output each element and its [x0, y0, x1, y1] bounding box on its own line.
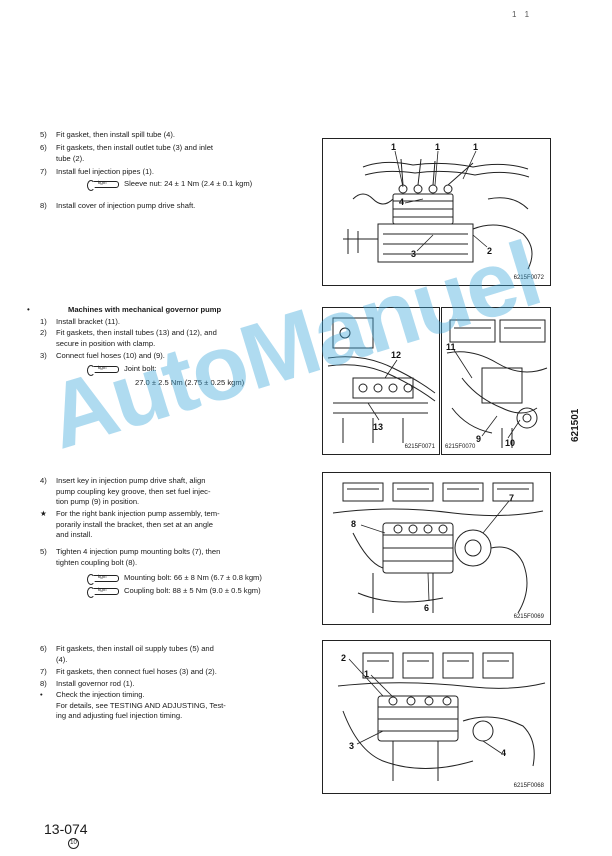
spec-sleeve-nut: Sleeve nut: 24 ± 1 Nm (2.4 ± 0.1 kgm) [124, 179, 253, 188]
fig4-callout-2: 2 [341, 653, 346, 663]
torque-wrench-icon: kgm [87, 574, 119, 585]
fig1-callout-1b: 1 [435, 142, 440, 152]
spec-joint-bolt-value: 27.0 ± 2.5 Nm (2.75 ± 0.25 kgm) [135, 378, 245, 387]
spec-coupling-bolt: Coupling bolt: 88 ± 5 Nm (9.0 ± 0.5 kgm) [124, 586, 261, 595]
spec-mounting-bolt: Mounting bolt: 66 ± 8 Nm (6.7 ± 0.8 kgm) [124, 573, 262, 582]
fuel-hose-illustration-icon: 11 9 10 [446, 319, 548, 448]
fig1-callout-1a: 1 [391, 142, 396, 152]
page-number: 13-074 [44, 821, 88, 837]
fig4-callout-3: 3 [349, 741, 354, 751]
spec-joint-bolt-label: Joint bolt: [124, 364, 157, 373]
fig4-callout-4: 4 [501, 748, 506, 758]
fig2b-callout-9: 9 [476, 434, 481, 444]
fig1-callout-4: 4 [399, 197, 404, 207]
fig2a-callout-13: 13 [373, 422, 383, 432]
side-code: 621501 [570, 408, 581, 442]
figure-6215f0068: 2 1 3 4 6215F0068 [322, 640, 551, 794]
figure-6215f0071: 12 13 6215F0071 [322, 307, 440, 455]
figure-6215f0072: 1 1 1 4 3 2 6215F0072 [322, 138, 551, 286]
fig1-callout-3: 3 [411, 249, 416, 259]
fig1-callout-2: 2 [487, 246, 492, 256]
fig3-callout-6: 6 [424, 603, 429, 613]
figure-6215f0069: 7 8 6 6215F0069 [322, 472, 551, 625]
section-heading: Machines with mechanical governor pump [68, 305, 222, 314]
fig4-callout-1: 1 [364, 669, 369, 679]
fig2b-callout-11: 11 [446, 342, 456, 352]
fig2b-callout-10: 10 [505, 438, 515, 448]
figure-code: 6215F0068 [513, 783, 544, 789]
engine-illustration-icon: 1 1 1 4 3 2 [343, 142, 533, 270]
revision-mark: 10 [68, 838, 79, 849]
fig1-callout-1c: 1 [473, 142, 478, 152]
fig3-callout-7: 7 [509, 493, 514, 503]
fig3-callout-8: 8 [351, 519, 356, 529]
fig2a-callout-12: 12 [391, 350, 401, 360]
figure-6215f0070: 11 9 10 6215F0070 [441, 307, 551, 455]
injection-pump-illustration-icon: 7 8 6 [332, 482, 544, 614]
torque-wrench-icon: kgm [87, 365, 119, 376]
section-bullet: • [27, 305, 30, 314]
corner-mark: 1 1 [512, 10, 533, 19]
governor-illustration-icon: 2 1 3 4 [337, 652, 546, 781]
figure-code: 6215F0072 [513, 275, 544, 281]
figure-code: 6215F0069 [513, 614, 544, 620]
figure-code: 6215F0070 [445, 444, 476, 450]
figure-code: 6215F0071 [404, 444, 435, 450]
torque-wrench-icon: kgm [87, 587, 119, 598]
tube-bracket-illustration-icon: 12 13 [327, 317, 436, 443]
torque-wrench-icon: kgm [87, 180, 119, 191]
